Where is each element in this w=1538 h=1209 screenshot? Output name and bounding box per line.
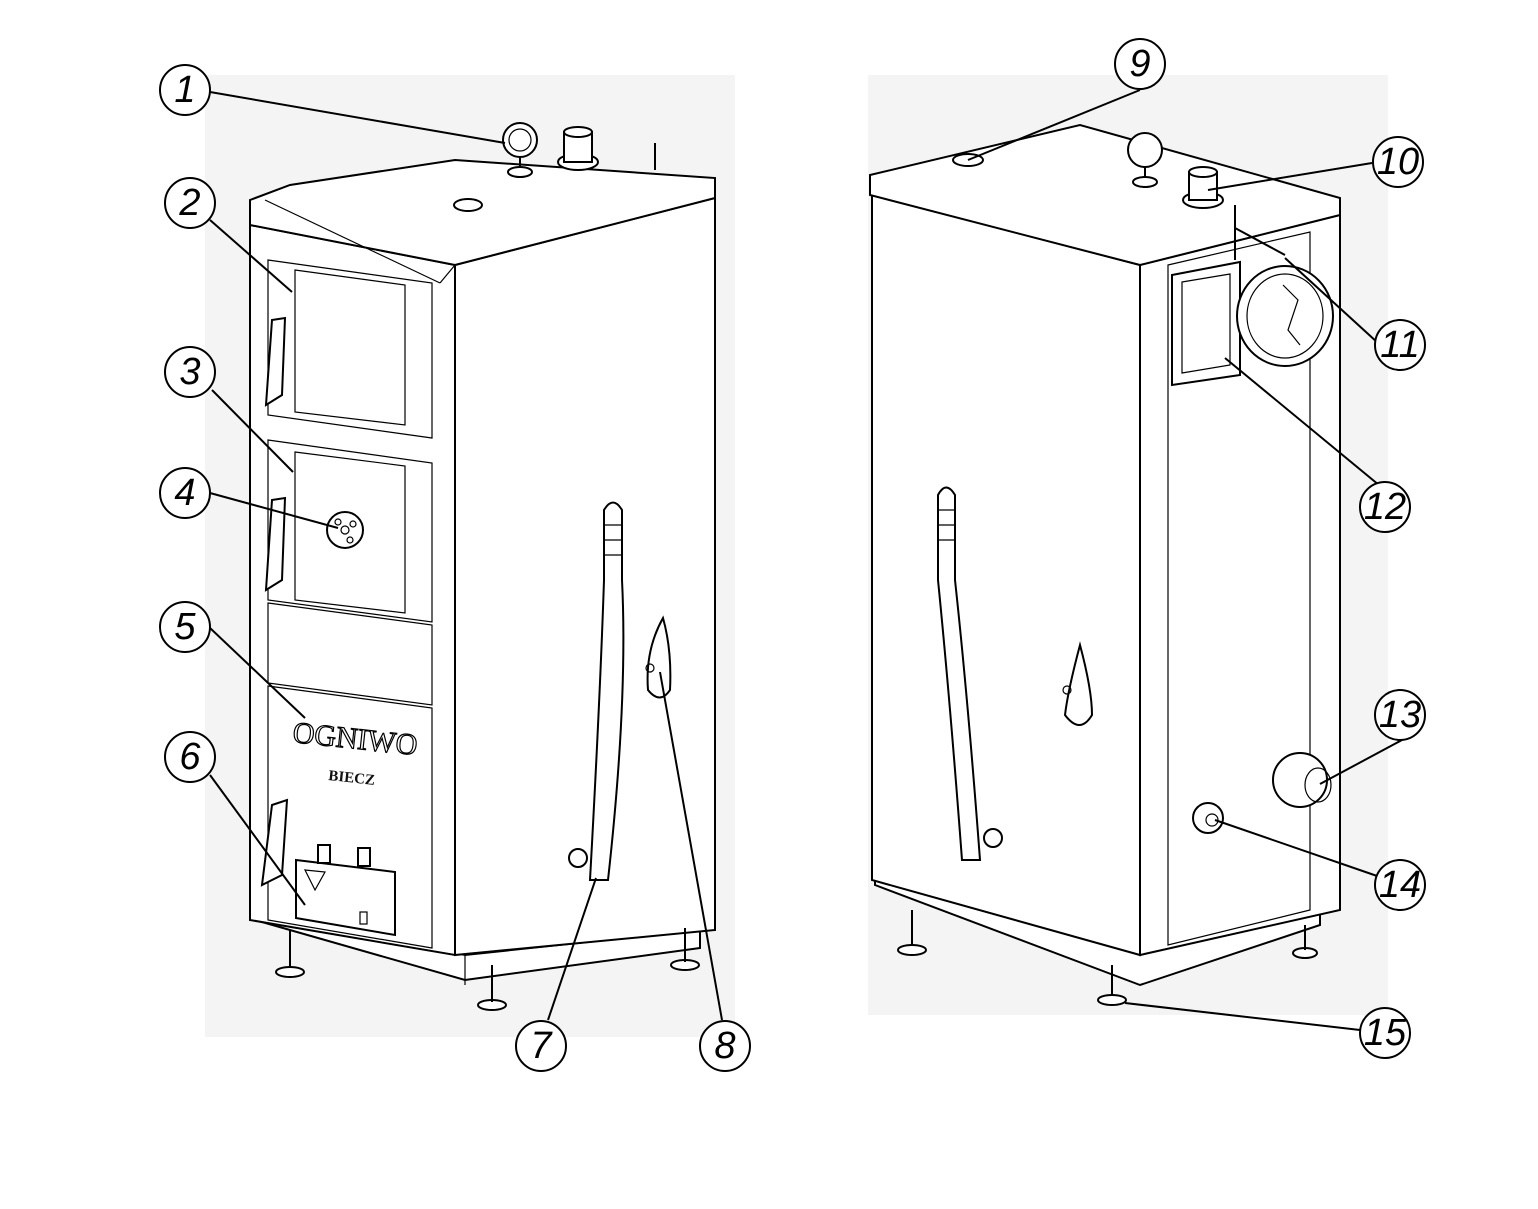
callout-label: 7 — [530, 1025, 553, 1067]
callout-label: 9 — [1129, 43, 1150, 85]
callout-label: 5 — [174, 606, 196, 648]
callout-label: 4 — [174, 472, 195, 514]
feet-rear — [897, 910, 1318, 1006]
ash-door-regulator — [295, 844, 396, 937]
leader-lines — [209, 89, 1403, 1031]
callout-3: 3 — [164, 346, 216, 398]
callout-14: 14 — [1374, 859, 1426, 911]
callout-label: 2 — [178, 182, 200, 224]
callout-5: 5 — [159, 601, 211, 653]
hook-plate-rear — [1063, 641, 1094, 726]
callout-8: 8 — [699, 1020, 751, 1072]
drain-valve — [1192, 802, 1224, 834]
callout-label: 6 — [179, 736, 201, 778]
callout-label: 8 — [714, 1025, 735, 1067]
callout-label: 3 — [179, 351, 200, 393]
air-rosette — [326, 511, 364, 549]
pressure-gauge-rear — [1127, 132, 1163, 188]
callout-13: 13 — [1374, 689, 1426, 741]
hook-plate — [646, 615, 672, 699]
poker-tool — [568, 501, 625, 881]
callout-label: 11 — [1380, 324, 1419, 366]
callout-label: 13 — [1379, 694, 1421, 736]
pressure-gauge — [502, 122, 538, 178]
top-outlet — [1182, 166, 1224, 209]
callout-15: 15 — [1359, 1007, 1411, 1059]
callout-4: 4 — [159, 467, 211, 519]
callout-1: 1 — [159, 64, 211, 116]
brand-city: BIECZ — [328, 768, 376, 789]
flue-outlet — [1171, 205, 1334, 387]
poker-tool-rear — [937, 486, 1003, 861]
callout-7: 7 — [515, 1020, 567, 1072]
callout-label: 14 — [1379, 864, 1421, 906]
callout-10: 10 — [1372, 136, 1424, 188]
flue-stub — [557, 126, 599, 171]
boiler-rear-view — [869, 123, 1341, 1006]
callout-label: 1 — [174, 69, 195, 111]
callout-label: 12 — [1364, 486, 1406, 528]
callout-12: 12 — [1359, 481, 1411, 533]
callout-label: 15 — [1364, 1012, 1407, 1054]
boiler-front-view: OGNIWO BIECZ — [249, 122, 716, 1011]
callout-2: 2 — [164, 177, 216, 229]
callout-9: 9 — [1114, 38, 1166, 90]
callout-6: 6 — [164, 731, 216, 783]
feet-front — [275, 928, 700, 1011]
callout-label: 10 — [1377, 141, 1419, 183]
callout-11: 11 — [1374, 319, 1426, 371]
